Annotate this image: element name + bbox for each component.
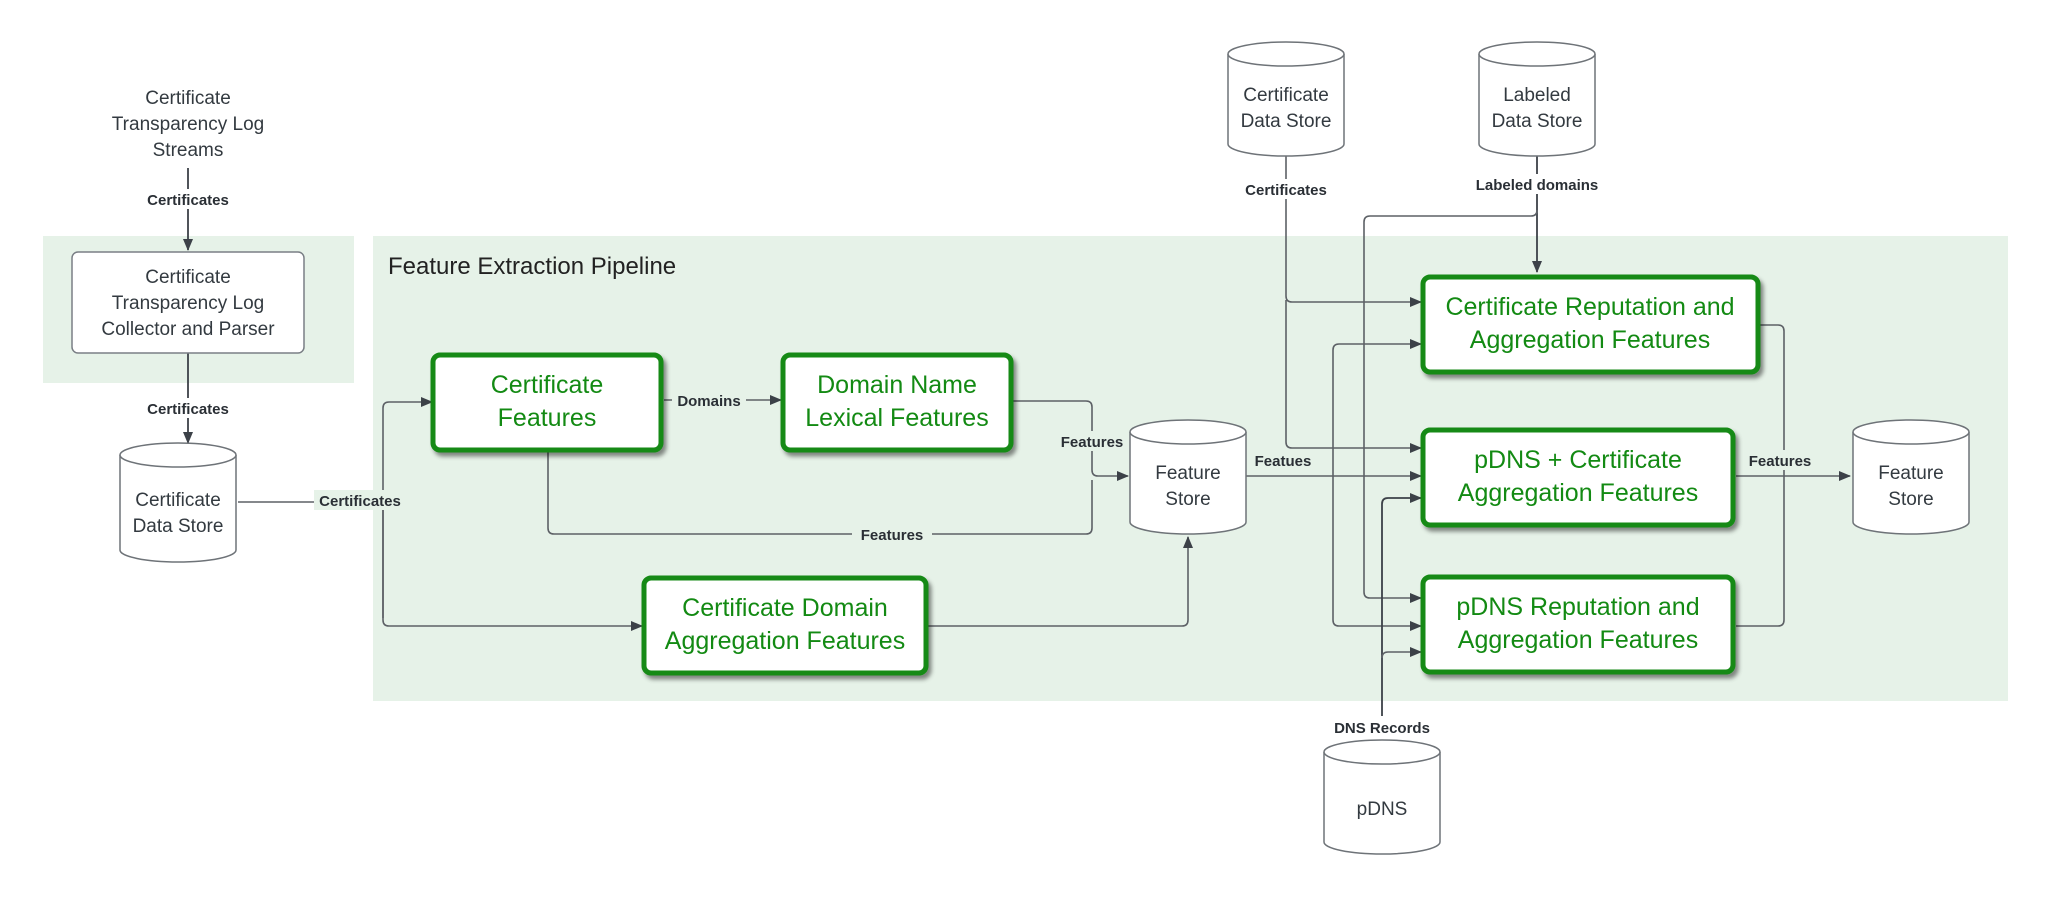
edge-cert-reputation-out (1760, 324, 1785, 476)
svg-text:Aggregation Features: Aggregation Features (1470, 326, 1710, 354)
edge-label-pdns-out: DNS Records (1334, 720, 1430, 737)
edge-label-right-to-final: Features (1749, 453, 1812, 470)
edge-to-cert-features (382, 397, 433, 618)
svg-text:Aggregation Features: Aggregation Features (665, 627, 905, 655)
svg-text:Certificate: Certificate (491, 371, 604, 399)
edge-label-store-to-pipeline: Certificates (319, 493, 401, 510)
edge-label-labeled-out: Labeled domains (1476, 177, 1599, 194)
edge-label-cert-to-lexical: Domains (677, 393, 740, 410)
svg-text:Aggregation Features: Aggregation Features (1458, 626, 1698, 654)
svg-text:Lexical Features: Lexical Features (805, 404, 988, 432)
edge-label-lexical-to-store: Features (1061, 434, 1124, 451)
edge-pdns-reputation-out (1736, 476, 1785, 627)
svg-text:Store: Store (1888, 489, 1933, 510)
svg-text:Certificate Domain: Certificate Domain (682, 594, 888, 622)
svg-text:Data Store: Data Store (1492, 111, 1583, 132)
svg-text:Data Store: Data Store (1241, 111, 1332, 132)
svg-text:Certificate: Certificate (1243, 85, 1329, 106)
edge-cert-store-top-to-pdns-cert (1285, 300, 1422, 453)
svg-text:pDNS + Certificate: pDNS + Certificate (1474, 446, 1682, 474)
edge-pdns-out (1381, 493, 1422, 716)
svg-text:Collector and Parser: Collector and Parser (101, 319, 275, 340)
edge-label-store-to-right: Featues (1255, 453, 1312, 470)
edge-label-collector-to-store: Certificates (147, 401, 229, 418)
svg-text:Data Store: Data Store (133, 516, 224, 537)
svg-text:pDNS Reputation and: pDNS Reputation and (1456, 593, 1699, 621)
pipeline-group-title: Feature Extraction Pipeline (388, 253, 676, 280)
edge-label-streams-to-collector: Certificates (147, 192, 229, 209)
node-cert-store-left[interactable]: Certificate Data Store (119, 442, 237, 563)
svg-text:Streams: Streams (153, 140, 224, 161)
svg-text:Certificate Reputation and: Certificate Reputation and (1445, 293, 1734, 321)
node-cert-domain-agg[interactable]: Certificate Domain Aggregation Features (641, 575, 929, 676)
node-cert-features[interactable]: Certificate Features (430, 352, 664, 453)
svg-text:Certificate: Certificate (135, 490, 221, 511)
edge-cert-store-top-out (1285, 156, 1422, 307)
svg-text:Certificate: Certificate (145, 88, 231, 109)
svg-text:Transparency Log: Transparency Log (112, 114, 264, 135)
svg-text:Transparency Log: Transparency Log (112, 293, 264, 314)
svg-text:Domain Name: Domain Name (817, 371, 977, 399)
node-feature-store-right[interactable]: Feature Store (1852, 419, 1970, 535)
edge-labeled-to-pdns-reputation (1363, 209, 1538, 603)
svg-text:Feature: Feature (1155, 463, 1220, 484)
node-feature-store-mid[interactable]: Feature Store (1129, 419, 1247, 535)
edge-to-cert-domain-agg (382, 500, 643, 631)
node-cert-reputation[interactable]: Certificate Reputation and Aggregation F… (1420, 274, 1761, 375)
svg-text:Labeled: Labeled (1503, 85, 1571, 106)
edge-label-cert-features-to-store: Features (861, 527, 924, 544)
node-pdns-cert-agg[interactable]: pDNS + Certificate Aggregation Features (1420, 427, 1736, 528)
node-domain-lexical[interactable]: Domain Name Lexical Features (780, 352, 1014, 453)
node-ct-collector[interactable]: Certificate Transparency Log Collector a… (71, 251, 305, 354)
edge-store-to-cert-reputation (1332, 339, 1422, 476)
edge-label-cert-store-top-out: Certificates (1245, 182, 1327, 199)
svg-text:Aggregation Features: Aggregation Features (1458, 479, 1698, 507)
edge-domain-agg-to-store (928, 536, 1193, 627)
svg-text:pDNS: pDNS (1357, 799, 1408, 820)
node-labeled-store[interactable]: Labeled Data Store (1478, 41, 1596, 157)
edge-cert-features-to-store (547, 450, 1093, 535)
node-pdns-reputation[interactable]: pDNS Reputation and Aggregation Features (1420, 574, 1736, 675)
edge-pdns-to-pdns-reputation (1381, 647, 1422, 659)
svg-text:Certificate: Certificate (145, 267, 231, 288)
node-pdns[interactable]: pDNS (1323, 739, 1441, 855)
edge-store-to-pdns-reputation (1332, 476, 1422, 631)
svg-text:Features: Features (498, 404, 597, 432)
svg-text:Feature: Feature (1878, 463, 1943, 484)
node-cert-store-top[interactable]: Certificate Data Store (1227, 41, 1345, 157)
svg-text:Store: Store (1165, 489, 1210, 510)
node-ct-streams: Certificate Transparency Log Streams (112, 88, 264, 161)
